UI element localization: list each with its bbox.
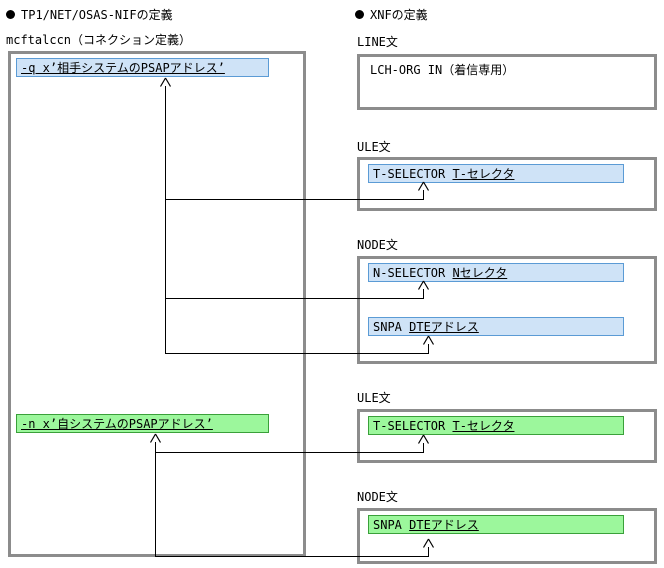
bullet-icon xyxy=(6,10,15,19)
connector-trunk-upper xyxy=(165,86,166,354)
connector-v-snpa-green xyxy=(428,547,429,557)
connector-trunk-lower xyxy=(155,442,156,557)
row-value-text: DTEアドレス xyxy=(409,320,479,334)
connector-v-tselector-blue xyxy=(423,190,424,200)
section-node-1-row-0: N-SELECTOR Nセレクタ xyxy=(368,263,624,282)
arrow-up-icon xyxy=(417,181,430,191)
section-panel-node-1 xyxy=(357,256,657,364)
connector-v-nselector-blue xyxy=(423,289,424,299)
section-panel-ule-2 xyxy=(357,409,657,463)
connector-h-snpa-blue xyxy=(165,353,428,354)
connector-h-tselector-green xyxy=(155,452,423,453)
row-value-text: T-セレクタ xyxy=(452,419,515,433)
section-label-ule-1: ULE文 xyxy=(357,140,391,154)
section-panel-line xyxy=(357,54,657,110)
section-ule-1-row-0: T-SELECTOR T-セレクタ xyxy=(368,164,624,183)
connector-h-snpa-green xyxy=(155,556,428,557)
row-prefix-text: T-SELECTOR xyxy=(373,419,453,433)
left-column-heading-text: TP1/NET/OSAS-NIFの定義 xyxy=(21,8,173,22)
section-label-node-2: NODE文 xyxy=(357,490,398,504)
left-item-1: -n x’自システムのPSAPアドレス’ xyxy=(16,414,269,433)
section-line-row-0: LCH-ORG IN（着信専用） xyxy=(370,63,515,77)
arrow-up-icon xyxy=(422,335,435,345)
section-node-1-row-1: SNPA DTEアドレス xyxy=(368,317,624,336)
row-prefix-text: SNPA xyxy=(373,320,410,334)
section-node-2-row-0: SNPA DTEアドレス xyxy=(368,515,624,534)
connector-v-snpa-blue xyxy=(428,344,429,354)
row-prefix-text: SNPA xyxy=(373,518,410,532)
section-panel-ule-1 xyxy=(357,157,657,211)
row-value-text: Nセレクタ xyxy=(452,266,508,280)
row-value-text: T-セレクタ xyxy=(452,167,515,181)
section-label-line: LINE文 xyxy=(357,35,398,49)
left-item-0: -q x’相手システムのPSAPアドレス’ xyxy=(16,58,269,77)
connector-h-nselector-blue xyxy=(165,298,423,299)
arrow-up-icon xyxy=(417,434,430,444)
section-panel-node-2 xyxy=(357,508,657,564)
left-column-heading: TP1/NET/OSAS-NIFの定義 xyxy=(6,8,173,22)
row-prefix-text: N-SELECTOR xyxy=(373,266,453,280)
row-value-text: DTEアドレス xyxy=(409,518,479,532)
left-item-0-text: -q x’相手システムのPSAPアドレス’ xyxy=(21,61,225,75)
left-definition-panel xyxy=(8,51,306,557)
arrow-up-icon xyxy=(159,77,172,87)
arrow-up-icon xyxy=(417,280,430,290)
right-column-heading: XNFの定義 xyxy=(355,8,428,22)
row-prefix-text: T-SELECTOR xyxy=(373,167,453,181)
section-label-ule-2: ULE文 xyxy=(357,391,391,405)
left-column-sublabel: mcftalccn（コネクション定義） xyxy=(6,33,192,47)
arrow-up-icon xyxy=(149,433,162,443)
connector-v-tselector-green xyxy=(423,443,424,453)
right-column-heading-text: XNFの定義 xyxy=(370,8,428,22)
bullet-icon xyxy=(355,10,364,19)
arrow-up-icon xyxy=(422,538,435,548)
section-label-node-1: NODE文 xyxy=(357,238,398,252)
connector-h-tselector-blue xyxy=(165,199,423,200)
section-ule-2-row-0: T-SELECTOR T-セレクタ xyxy=(368,416,624,435)
left-item-1-text: -n x’自システムのPSAPアドレス’ xyxy=(21,417,213,431)
